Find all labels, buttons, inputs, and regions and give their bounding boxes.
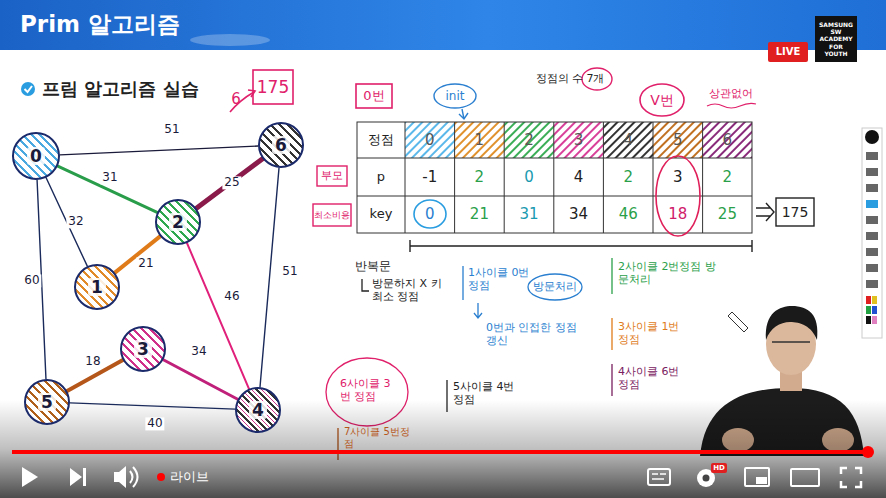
graph-edge [196, 159, 262, 208]
total-cost: 175 [782, 204, 809, 221]
note: 반복문 [355, 259, 391, 273]
note: 3사이클 1번정점 [618, 320, 684, 346]
graph-edge [70, 403, 235, 409]
edge-weight: 34 [189, 345, 208, 358]
note: 1사이클 0번 정점 [468, 266, 532, 292]
edge-weight: 21 [136, 257, 155, 270]
note: 4사이클 6번정점 [618, 365, 684, 391]
table-cell: 3 [673, 168, 683, 186]
graph-vertex: 2 [155, 199, 201, 245]
edge-weight: 25 [222, 176, 241, 189]
table-cell: 2 [723, 168, 733, 186]
vertex-number: 3 [134, 340, 152, 359]
table-cell: 4 [574, 168, 584, 186]
note: 6 [231, 90, 241, 108]
vertex-number: 4 [249, 401, 267, 420]
vertex-number: 2 [169, 213, 187, 232]
edge-weight: 60 [22, 274, 41, 287]
table-cell: 25 [718, 205, 737, 223]
table-cell: 1 [475, 131, 485, 149]
edge-weight: 51 [280, 265, 299, 278]
vertex-number: 0 [27, 147, 45, 166]
graph-vertex: 0 [12, 132, 60, 180]
logo-text: SAMSUNG SW ACADEMY FOR YOUTH [817, 21, 855, 57]
row-tag: 최소비용 [314, 210, 350, 221]
graph-edge [260, 168, 279, 387]
note: 0번과 인접한 정점 갱신 [486, 321, 586, 347]
note: 방문하지 X 키 최소 정점 [372, 277, 456, 303]
live-badge: LIVE [776, 46, 801, 58]
graph-edge [60, 146, 258, 155]
note: init [446, 89, 465, 103]
note: V번 [650, 92, 674, 109]
vertex-number: 6 [272, 136, 290, 155]
edge-weight: 31 [100, 171, 119, 184]
note: 방문처리 [533, 280, 577, 293]
graph-edge [58, 166, 157, 212]
graph-edge [46, 178, 87, 266]
table-cell: 18 [668, 205, 687, 223]
table-cell: 2 [623, 168, 633, 186]
table-header: p [377, 169, 385, 185]
graph-vertex: 4 [235, 387, 281, 433]
table-cell: 4 [623, 131, 633, 149]
player-status: 라이브 [170, 469, 209, 485]
table-cell: 5 [673, 131, 683, 149]
note: 6사이클 3번 정점 [340, 377, 396, 403]
page-title: Prim 알고리즘 [20, 11, 180, 39]
graph-vertex: 5 [24, 379, 70, 425]
note: 7사이클 5번정점 [344, 426, 410, 450]
graph-edge [163, 360, 237, 399]
graph-vertex: 1 [74, 264, 120, 310]
edge-weight: 51 [162, 123, 181, 136]
table-cell: -1 [422, 168, 437, 186]
edge-weight: 46 [222, 290, 241, 303]
section-heading: 프림 알고리즘 실습 [42, 78, 199, 100]
table-cell: 0 [425, 131, 435, 149]
edge-weight: 32 [66, 215, 85, 228]
note: 5사이클 4번정점 [453, 380, 519, 406]
hd-badge: HD [713, 464, 725, 472]
table-cell: 21 [470, 205, 489, 223]
edge-weight: 18 [83, 355, 102, 368]
table-cell: 46 [619, 205, 638, 223]
table-cell: 3 [574, 131, 584, 149]
note: 상관없어 [709, 87, 753, 100]
row-tag: 부모 [321, 169, 343, 182]
graph-vertex: 3 [120, 326, 166, 372]
table-cell: 6 [723, 131, 733, 149]
graph-vertex: 6 [258, 122, 304, 168]
table-header: 정점 [368, 132, 394, 148]
note: 2사이클 2번정점 방문처리 [618, 260, 718, 286]
table-cell: 31 [519, 205, 538, 223]
table-cell: 34 [569, 205, 588, 223]
vertex-number: 1 [88, 278, 106, 297]
edge-weight: 40 [145, 417, 164, 430]
graph-edge [115, 236, 160, 272]
table-cell: 2 [475, 168, 485, 186]
graph-edge [187, 243, 249, 389]
table-cell: 0 [524, 168, 534, 186]
table-cell: 2 [524, 131, 534, 149]
vertex-number: 5 [38, 393, 56, 412]
table-cell: 0 [425, 205, 435, 223]
note: 0번 [363, 88, 384, 104]
table-header: key [370, 206, 393, 222]
note: 정점의 수 7개 [536, 72, 605, 85]
note: 175 [257, 77, 289, 97]
